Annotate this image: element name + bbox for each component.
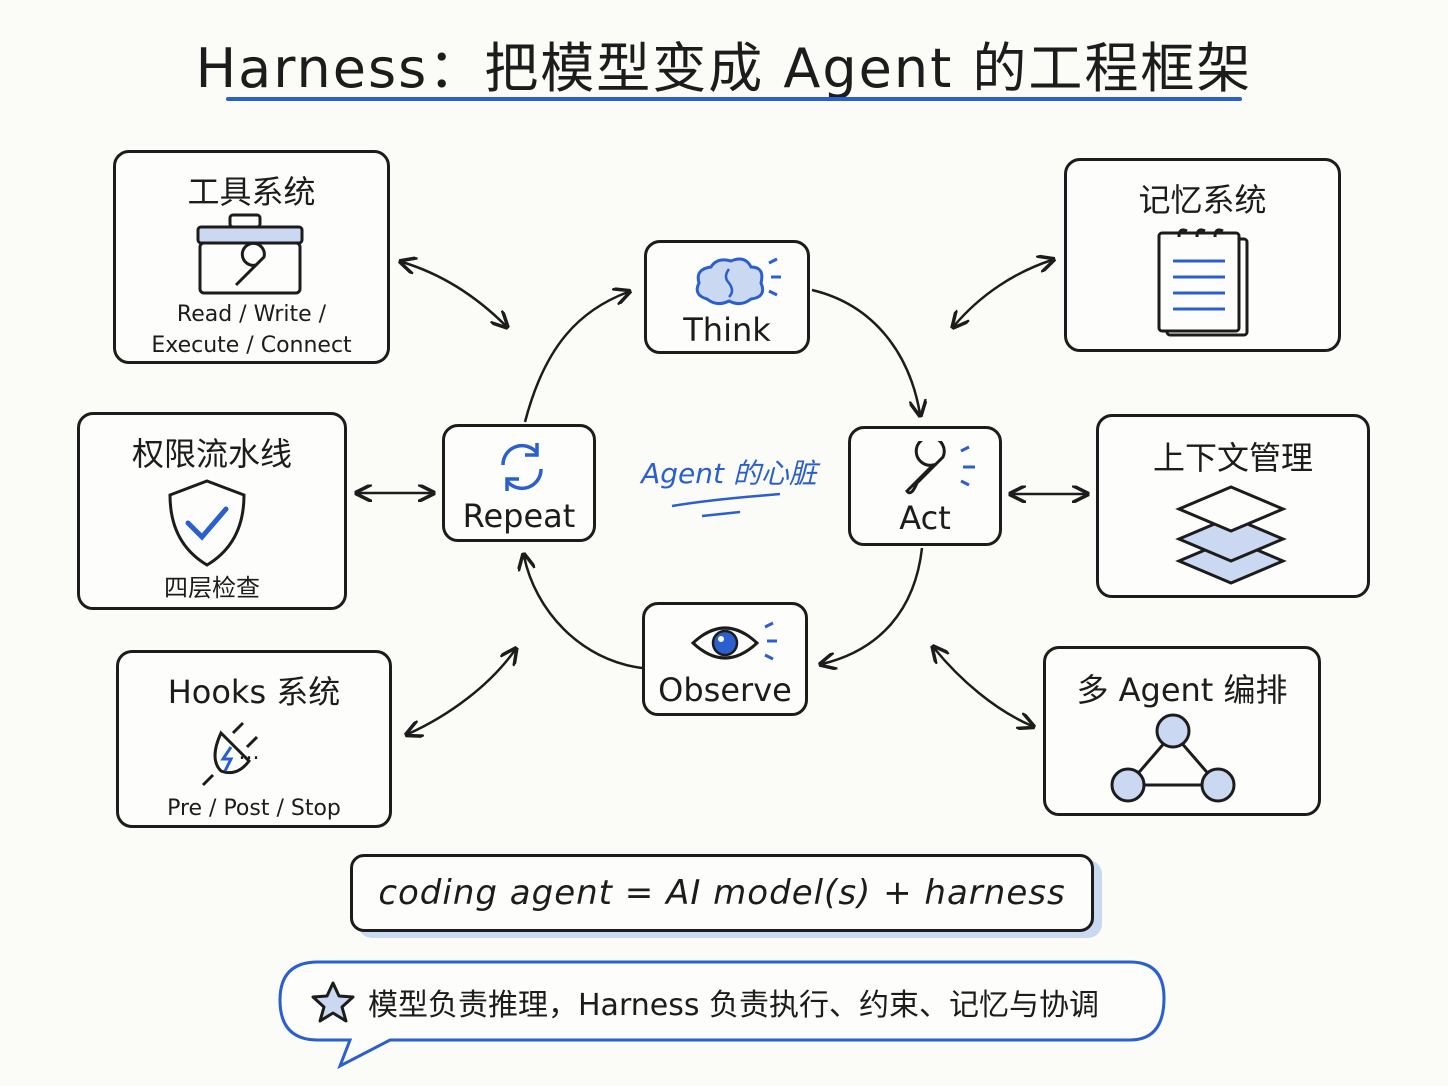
formula-text: coding agent = AI model(s) + harness <box>378 873 1066 913</box>
center-underline <box>671 492 781 508</box>
loop-node-observe-label: Observe <box>658 671 792 709</box>
layers-icon <box>1175 485 1287 585</box>
brain-cloud-icon <box>695 257 781 306</box>
connector-hooks <box>408 650 515 734</box>
wrench-icon <box>905 441 975 495</box>
toolbox-wrench-icon <box>196 213 304 295</box>
module-permissions: 权限流水线 四层检查 <box>77 412 347 610</box>
module-context-title: 上下文管理 <box>1152 439 1313 477</box>
triangle-network-icon <box>1110 713 1236 803</box>
callout-text: 模型负责推理，Harness 负责执行、约束、记忆与协调 <box>368 988 1100 1023</box>
formula-box: coding agent = AI model(s) + harness <box>350 854 1094 932</box>
module-memory: 记忆系统 <box>1064 158 1341 352</box>
module-hooks: Hooks 系统 ... Pre / Post / Stop <box>116 650 392 828</box>
module-tools-sub-line2: Execute / Connect <box>151 333 352 358</box>
module-context: 上下文管理 <box>1096 414 1370 598</box>
module-permissions-sub: 四层检查 <box>164 574 260 602</box>
shield-check-icon <box>168 479 246 567</box>
callout-bubble <box>278 960 1166 1070</box>
connector-multi-agent <box>934 648 1032 726</box>
plug-lightning-icon <box>201 721 259 787</box>
module-hooks-ellipsis: ... <box>238 740 260 765</box>
module-hooks-sub: Pre / Post / Stop <box>167 796 341 821</box>
arrow-think-to-act <box>811 288 920 414</box>
module-multi-agent-title: 多 Agent 编排 <box>1076 671 1288 709</box>
center-underline-short <box>701 510 741 518</box>
arrow-observe-to-repeat <box>524 556 643 670</box>
module-permissions-title: 权限流水线 <box>131 435 292 473</box>
loop-node-act: Act <box>848 426 1002 546</box>
module-tools: 工具系统 Read / Write / Execute / Connect <box>113 150 390 364</box>
connector-tools <box>402 262 506 326</box>
eye-icon <box>690 621 777 661</box>
module-memory-title: 记忆系统 <box>1138 181 1267 219</box>
arrow-act-to-observe <box>822 547 924 664</box>
notepad-icon <box>1157 228 1249 337</box>
loop-node-repeat-label: Repeat <box>462 497 576 535</box>
star-icon <box>311 981 355 1023</box>
title-underline <box>226 97 1242 101</box>
center-label: Agent 的心脏 <box>641 457 817 490</box>
loop-node-observe: Observe <box>642 602 808 716</box>
arrow-repeat-to-think <box>523 292 628 423</box>
page-title: Harness：把模型变成 Agent 的工程框架 <box>195 37 1253 100</box>
module-tools-title: 工具系统 <box>187 173 316 211</box>
loop-node-think: Think <box>644 240 810 354</box>
loop-node-think-label: Think <box>683 311 771 349</box>
module-hooks-title: Hooks 系统 <box>167 673 341 711</box>
refresh-icon <box>501 443 543 491</box>
loop-node-repeat: Repeat <box>442 424 596 542</box>
loop-node-act-label: Act <box>899 499 951 537</box>
module-tools-sub-line1: Read / Write / <box>176 302 327 327</box>
connector-memory <box>954 260 1052 326</box>
module-multi-agent: 多 Agent 编排 <box>1043 646 1321 816</box>
